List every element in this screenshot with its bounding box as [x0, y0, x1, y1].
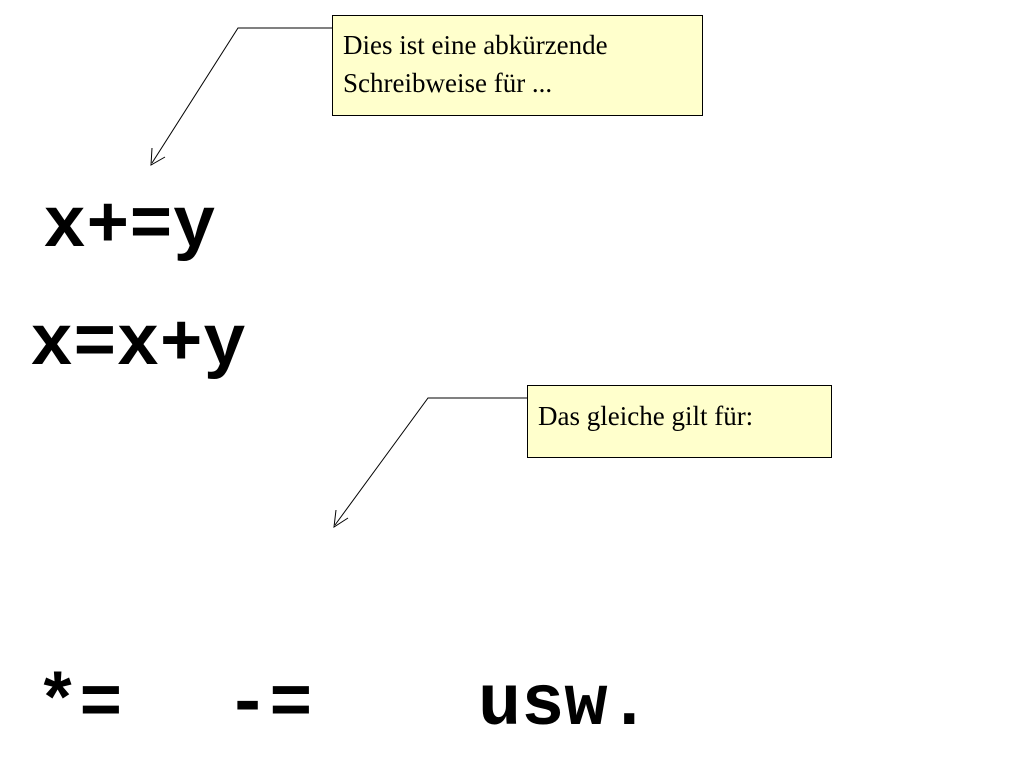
callout-bottom-leader: [334, 397, 527, 526]
expression-long-form: x=x+y: [30, 304, 247, 386]
callout-top-line-1: Dies ist eine abkürzende: [343, 30, 608, 60]
expression-minus-assign: -=: [226, 664, 313, 746]
expression-short-form: x+=y: [43, 186, 216, 268]
callout-top: Dies ist eine abkürzende Schreibweise fü…: [332, 15, 703, 116]
expression-times-assign: *=: [36, 664, 123, 746]
callout-top-arrowhead: [150, 147, 166, 166]
callout-top-line-2: Schreibweise für ...: [343, 68, 553, 98]
expression-etc: usw.: [478, 664, 651, 746]
callout-bottom: Das gleiche gilt für:: [527, 385, 832, 458]
callout-top-leader: [151, 27, 332, 164]
callout-bottom-line-1: Das gleiche gilt für:: [538, 401, 754, 431]
callout-bottom-arrowhead: [333, 509, 349, 528]
